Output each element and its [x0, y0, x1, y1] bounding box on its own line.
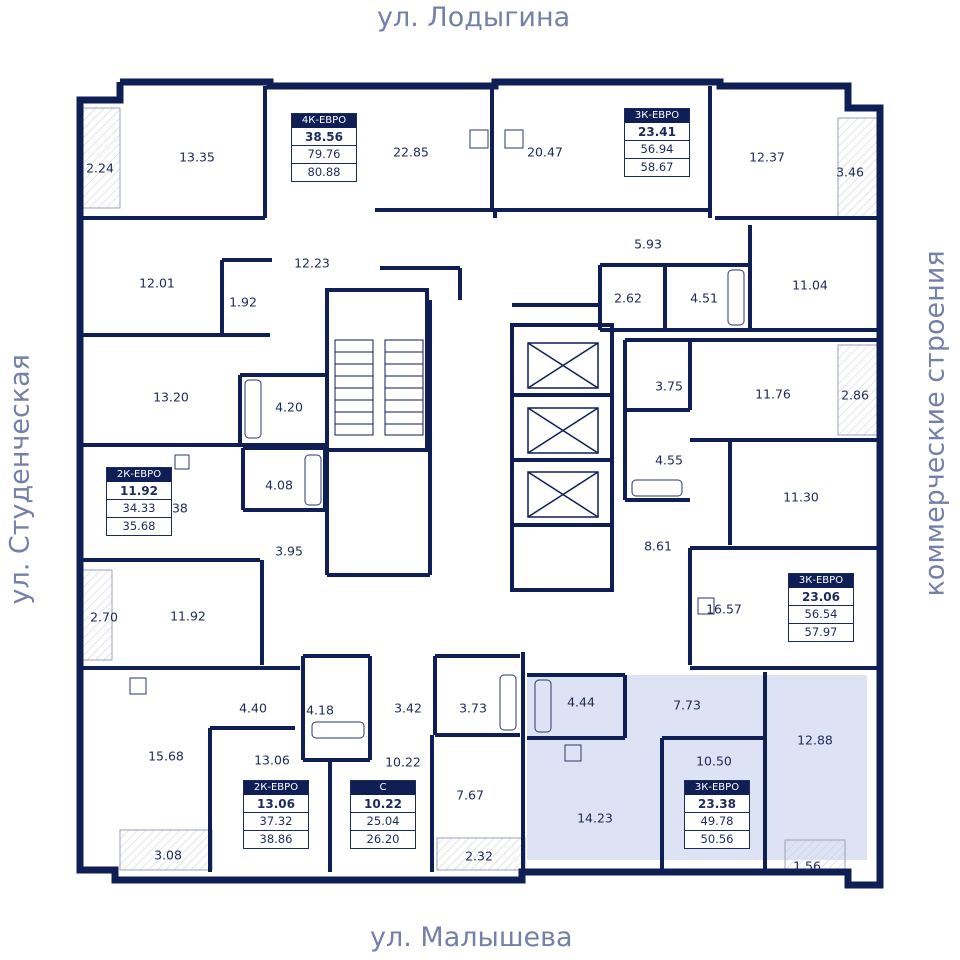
total-area: 79.76 — [292, 146, 356, 164]
living-area: 10.22 — [351, 795, 415, 813]
room-area-r25: 2.70 — [90, 609, 118, 625]
room-area-r2: 22.85 — [393, 144, 429, 160]
living-area: 38.56 — [292, 128, 356, 146]
apartment-tag-3k-evro-top[interactable]: 3К-ЕВРО 23.41 56.94 58.67 — [624, 108, 690, 177]
room-area-r33: 7.73 — [673, 697, 701, 713]
total-area: 56.94 — [625, 141, 689, 159]
room-area-r37: 10.22 — [385, 754, 421, 770]
total-area-with-balcony: 57.97 — [804, 624, 838, 639]
total-area: 49.78 — [685, 813, 749, 831]
exterior-walls — [76, 78, 884, 889]
room-area-r15: 4.20 — [275, 399, 303, 415]
room-area-r4: 12.37 — [749, 149, 785, 165]
room-area-r38: 7.67 — [456, 787, 484, 803]
apartment-type: 2К-ЕВРО — [107, 468, 171, 482]
room-area-r6: 3.46 — [836, 164, 864, 180]
living-area: 23.41 — [625, 123, 689, 141]
room-area-r7: 12.01 — [139, 275, 175, 291]
room-area-r27: 16.57 — [706, 601, 742, 617]
stairs — [334, 339, 424, 436]
apartment-tag-2k-evro-left[interactable]: 2К-ЕВРО 11.92 34.33 35.68 — [106, 467, 172, 536]
total-area-with-balcony: 38.86 — [259, 831, 293, 846]
room-area-r22: 11.30 — [783, 489, 819, 505]
room-area-r12: 4.51 — [690, 290, 718, 306]
room-area-r13: 11.04 — [792, 277, 828, 293]
room-area-r10: 5.93 — [634, 236, 662, 252]
room-area-r18: 2.86 — [841, 387, 869, 403]
room-area-r28: 4.40 — [239, 700, 267, 716]
apartment-type: 4К-ЕВРО — [292, 114, 356, 128]
lift-shafts — [527, 342, 599, 518]
living-area: 23.06 — [789, 588, 853, 606]
balconies — [81, 107, 881, 873]
total-area-with-balcony: 80.88 — [307, 164, 341, 179]
living-area: 23.38 — [685, 795, 749, 813]
room-area-r26: 11.92 — [170, 608, 206, 624]
apartment-type: 3К-ЕВРО — [789, 574, 853, 588]
room-area-r8: 12.23 — [294, 255, 330, 271]
room-area-r34: 12.88 — [797, 732, 833, 748]
room-area-r21: 4.55 — [655, 452, 683, 468]
apartment-tag-3k-evro-highlighted[interactable]: 3К-ЕВРО 23.38 49.78 50.56 — [684, 780, 750, 849]
living-area: 11.92 — [107, 482, 171, 500]
total-area-with-balcony: 50.56 — [700, 831, 734, 846]
apartment-type: 3К-ЕВРО — [625, 109, 689, 123]
apartment-type: 3К-ЕВРО — [685, 781, 749, 795]
apartment-tag-3k-evro-right[interactable]: 3К-ЕВРО 23.06 56.54 57.97 — [788, 573, 854, 642]
room-area-r36: 13.06 — [254, 752, 290, 768]
room-area-r41: 3.08 — [154, 847, 182, 863]
room-area-r32: 4.44 — [567, 694, 595, 710]
total-area: 34.33 — [107, 500, 171, 518]
room-area-r11: 2.62 — [614, 290, 642, 306]
room-area-r24: 8.61 — [644, 538, 672, 554]
total-area-with-balcony: 58.67 — [640, 159, 674, 174]
room-area-r43: 1.56 — [793, 858, 821, 874]
interior-walls — [80, 86, 880, 872]
room-area-r29: 4.18 — [306, 702, 334, 718]
fixtures — [129, 129, 745, 762]
living-area: 13.06 — [244, 795, 308, 813]
total-area-with-balcony: 35.68 — [122, 518, 156, 533]
total-area: 25.04 — [351, 813, 415, 831]
room-area-r39: 10.50 — [696, 753, 732, 769]
room-area-r40: 14.23 — [577, 810, 613, 826]
room-area-r5: 2.24 — [86, 160, 114, 176]
room-area-r31: 3.73 — [459, 700, 487, 716]
total-area: 37.32 — [244, 813, 308, 831]
room-area-r9: 1.92 — [229, 294, 257, 310]
total-area-with-balcony: 26.20 — [366, 831, 400, 846]
total-area: 56.54 — [789, 606, 853, 624]
room-area-r30: 3.42 — [394, 700, 422, 716]
room-area-r35: 15.68 — [148, 748, 184, 764]
room-area-r19: 4.08 — [265, 477, 293, 493]
room-area-r1: 13.35 — [179, 149, 215, 165]
street-label-bottom: ул. Малышева — [370, 922, 573, 953]
room-area-r42: 2.32 — [465, 848, 493, 864]
room-area-r14: 13.20 — [153, 389, 189, 405]
room-area-r17: 11.76 — [755, 386, 791, 402]
street-label-top: ул. Лодыгина — [377, 2, 571, 33]
apartment-tag-2k-evro-bottom[interactable]: 2К-ЕВРО 13.06 37.32 38.86 — [243, 780, 309, 849]
apartment-tag-studio[interactable]: С 10.22 25.04 26.20 — [350, 780, 416, 849]
room-area-r23: 3.95 — [275, 543, 303, 559]
apartment-type: 2К-ЕВРО — [244, 781, 308, 795]
apartment-type: С — [351, 781, 415, 795]
room-area-r16: 3.75 — [655, 378, 683, 394]
apartment-tag-4k-evro[interactable]: 4К-ЕВРО 38.56 79.76 80.88 — [291, 113, 357, 182]
room-area-r3: 20.47 — [527, 144, 563, 160]
